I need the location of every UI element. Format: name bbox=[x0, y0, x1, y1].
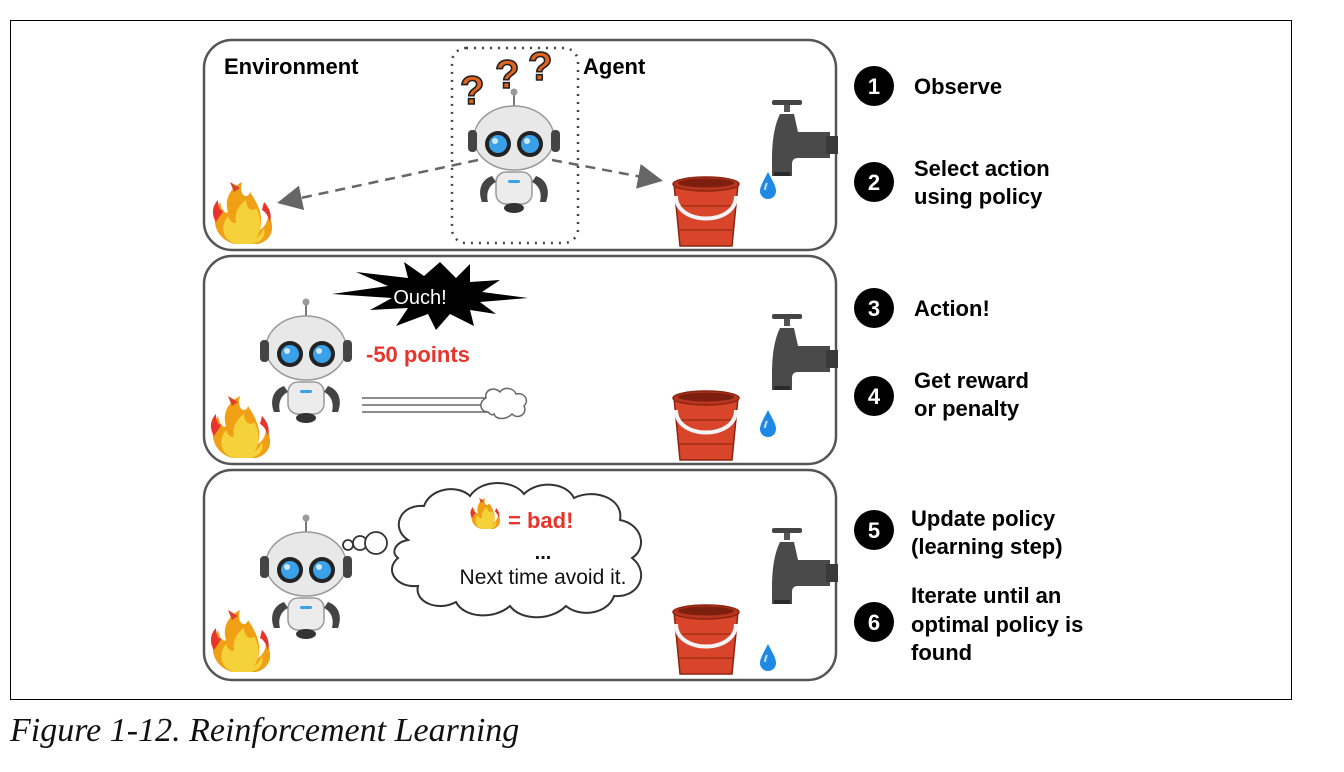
step-number-badge bbox=[854, 66, 894, 106]
step-number: 6 bbox=[868, 610, 880, 635]
step-number-badge bbox=[854, 510, 894, 550]
step-label: Select action bbox=[914, 156, 1050, 181]
step-label: optimal policy is bbox=[911, 612, 1083, 637]
thought-bubble-small bbox=[342, 539, 354, 551]
step-5: 5 Update policy (learning step) bbox=[854, 506, 1063, 559]
step-number-badge bbox=[854, 288, 894, 328]
step-label: Action! bbox=[914, 296, 990, 321]
thought-ellipsis: ... bbox=[535, 542, 552, 564]
step-number-badge bbox=[854, 376, 894, 416]
step-number: 1 bbox=[868, 74, 880, 99]
step-label: Update policy bbox=[911, 506, 1056, 531]
agent-boundary bbox=[450, 46, 580, 245]
step-label: (learning step) bbox=[911, 534, 1063, 559]
step-2: 2 Select action using policy bbox=[854, 156, 1050, 209]
step-number-badge bbox=[854, 162, 894, 202]
figure-caption: Figure 1-12. Reinforcement Learning bbox=[10, 712, 520, 749]
step-4: 4 Get reward or penalty bbox=[854, 368, 1029, 421]
step-number: 2 bbox=[868, 170, 880, 195]
thought-cloud-icon bbox=[391, 482, 643, 619]
agent-label: Agent bbox=[583, 54, 646, 79]
step-number: 5 bbox=[868, 518, 880, 543]
step-label: found bbox=[911, 640, 972, 665]
ouch-text: Ouch! bbox=[393, 287, 446, 309]
dust-cloud-icon bbox=[480, 387, 528, 420]
question-mark-icon bbox=[527, 44, 554, 90]
penalty-text: -50 points bbox=[366, 342, 470, 367]
step-3: 3 Action! bbox=[854, 288, 990, 328]
question-mark-icon bbox=[459, 68, 486, 114]
step-number-badge bbox=[854, 602, 894, 642]
bucket-icon bbox=[671, 603, 741, 676]
speech-burst-icon bbox=[332, 262, 528, 330]
environment-label: Environment bbox=[224, 54, 359, 79]
thought-bad-text: = bad! bbox=[508, 508, 573, 533]
step-6: 6 Iterate until an optimal policy is fou… bbox=[854, 583, 1083, 665]
thought-next-time-text: Next time avoid it. bbox=[460, 566, 627, 589]
step-label: Iterate until an bbox=[911, 583, 1061, 608]
step-1: 1 Observe bbox=[854, 66, 1002, 106]
step-number: 4 bbox=[868, 384, 881, 409]
step-number: 3 bbox=[868, 296, 880, 321]
bucket-icon bbox=[671, 389, 741, 462]
thought-bubble-medium bbox=[364, 531, 388, 555]
observe-arrow-bucket bbox=[551, 158, 663, 189]
step-label: Observe bbox=[914, 74, 1002, 99]
figure-frame bbox=[10, 20, 1292, 700]
bucket-icon bbox=[671, 175, 741, 248]
step-label: Get reward bbox=[914, 368, 1029, 393]
step-label: or penalty bbox=[914, 396, 1020, 421]
rl-diagram: ? Environment Agent Ouch! -50 points = b… bbox=[202, 38, 1083, 682]
step-label: using policy bbox=[914, 184, 1043, 209]
